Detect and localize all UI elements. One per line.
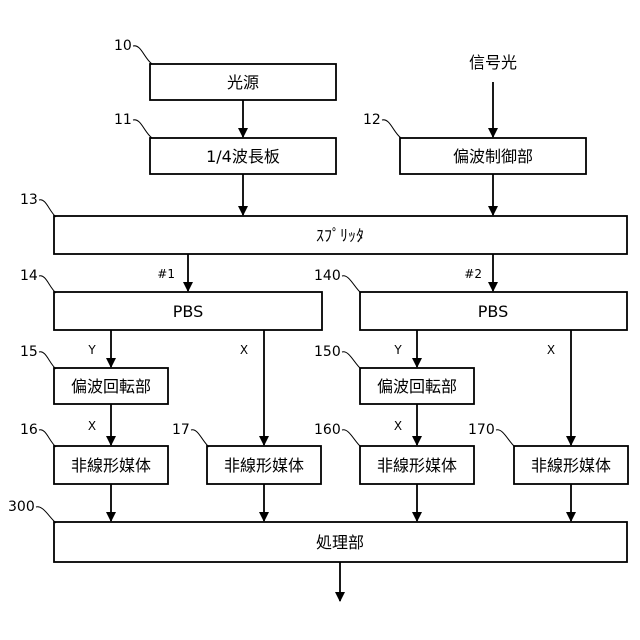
ref-nonlinear-3: 160 <box>314 422 361 447</box>
light-source-label: 光源 <box>227 73 259 92</box>
ref-number: 160 <box>314 422 341 438</box>
ref-number: 16 <box>20 422 38 438</box>
splitter-label: ｽﾌﾟﾘｯﾀ <box>316 226 364 245</box>
ref-number: 140 <box>314 268 341 284</box>
splitter-block: ｽﾌﾟﾘｯﾀ <box>54 216 627 254</box>
processor-label: 処理部 <box>316 533 364 552</box>
light-source-block: 光源 <box>150 64 336 100</box>
port-label-out-1: #1 <box>157 267 175 281</box>
quarter-wave-plate-label: 1/4波長板 <box>206 147 280 166</box>
ref-splitter: 13 <box>20 192 56 217</box>
port-label-x-rot-1: X <box>88 419 96 433</box>
ref-number: 170 <box>468 422 495 438</box>
pbs-1-block: PBS <box>54 292 322 330</box>
ref-number: 11 <box>114 112 132 128</box>
port-label-y-1: Y <box>87 343 96 357</box>
ref-number: 17 <box>172 422 190 438</box>
nonlinear-medium-4-label: 非線形媒体 <box>531 456 611 475</box>
ref-processor: 300 <box>8 499 56 523</box>
ref-number: 13 <box>20 192 38 208</box>
ref-nonlinear-2: 17 <box>172 422 209 447</box>
nonlinear-medium-2-block: 非線形媒体 <box>207 446 321 484</box>
pbs-1-label: PBS <box>173 302 204 321</box>
pbs-2-block: PBS <box>360 292 627 330</box>
polarization-controller-block: 偏波制御部 <box>400 138 586 174</box>
nonlinear-medium-1-label: 非線形媒体 <box>71 456 151 475</box>
polarization-controller-label: 偏波制御部 <box>453 147 533 166</box>
ref-pbs-2: 140 <box>314 268 361 293</box>
nonlinear-medium-1-block: 非線形媒体 <box>54 446 168 484</box>
ref-number: 15 <box>20 344 38 360</box>
ref-number: 12 <box>363 112 381 128</box>
nonlinear-medium-3-label: 非線形媒体 <box>377 456 457 475</box>
ref-number: 300 <box>8 499 35 515</box>
nonlinear-medium-3-block: 非線形媒体 <box>360 446 474 484</box>
quarter-wave-plate-block: 1/4波長板 <box>150 138 336 174</box>
ref-number: 150 <box>314 344 341 360</box>
nonlinear-medium-2-label: 非線形媒体 <box>224 456 304 475</box>
signal-light-label: 信号光 <box>469 53 517 72</box>
port-label-out-2: #2 <box>464 267 482 281</box>
ref-rotator-1: 15 <box>20 344 56 369</box>
port-label-x-1: X <box>240 343 248 357</box>
ref-pbs-1: 14 <box>20 268 56 293</box>
rotator-2-label: 偏波回転部 <box>377 377 457 396</box>
port-label-y-2: Y <box>393 343 402 357</box>
ref-nonlinear-4: 170 <box>468 422 515 447</box>
rotator-2-block: 偏波回転部 <box>360 368 474 404</box>
ref-nonlinear-1: 16 <box>20 422 56 447</box>
ref-rotator-2: 150 <box>314 344 361 369</box>
processor-block: 処理部 <box>54 522 627 562</box>
ref-number: 10 <box>114 38 132 54</box>
port-label-x-2: X <box>547 343 555 357</box>
nonlinear-medium-4-block: 非線形媒体 <box>514 446 628 484</box>
port-label-x-rot-2: X <box>394 419 402 433</box>
ref-number: 14 <box>20 268 38 284</box>
ref-polarization-controller: 12 <box>363 112 401 138</box>
rotator-1-block: 偏波回転部 <box>54 368 168 404</box>
ref-quarter-wave-plate: 11 <box>114 112 152 138</box>
rotator-1-label: 偏波回転部 <box>71 377 151 396</box>
ref-light-source: 10 <box>114 38 152 64</box>
pbs-2-label: PBS <box>478 302 509 321</box>
